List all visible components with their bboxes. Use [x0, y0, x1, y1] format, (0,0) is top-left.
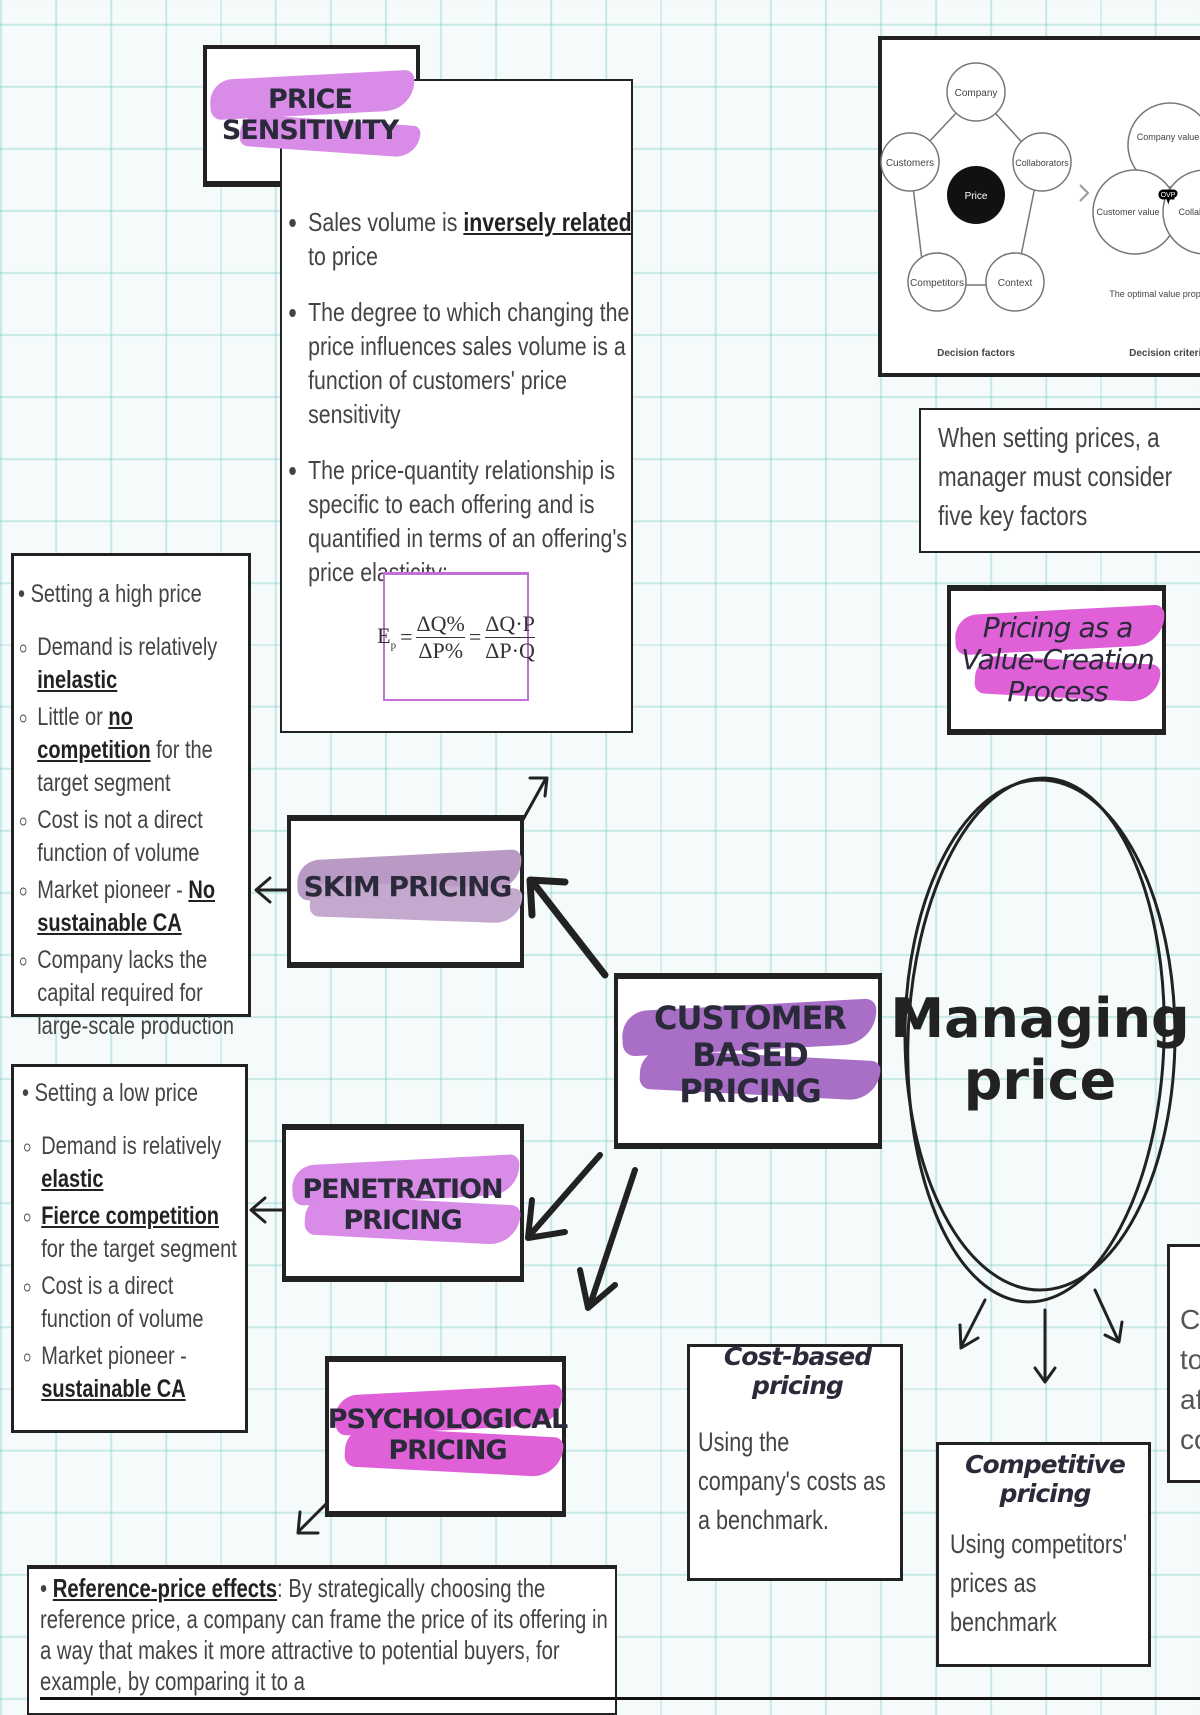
factor-customers: Customers [886, 158, 934, 169]
bullet: The degree to which changing the price i… [308, 295, 640, 431]
penetration-pricing-title: PENETRATION PRICING [302, 1173, 503, 1236]
arrow-customer-to-penetration [525, 1152, 603, 1241]
low-price-box [11, 1064, 248, 1433]
arrow-managing-to-cost [958, 1298, 987, 1350]
arrow-customer-to-psychological [577, 1167, 638, 1311]
low-price-item: Market pioneer - sustainable CA [41, 1340, 238, 1406]
reference-price-text: • Reference-price effects: By strategica… [40, 1573, 608, 1696]
cost-based-text: Using the company's costs as a benchmark… [698, 1427, 886, 1535]
arrow-skim-to-high-price [254, 876, 292, 904]
high-price-item: Little or no competition for the target … [37, 701, 242, 800]
arrow-managing-to-right [1093, 1288, 1124, 1344]
factor-context: Context [998, 278, 1033, 289]
reference-price-box [27, 1565, 617, 1715]
factor-collaborators: Collaborators [1015, 158, 1069, 168]
low-price-item: Fierce competition for the target segmen… [41, 1200, 238, 1266]
criterion-collaborator: Collaborator value [1178, 207, 1200, 217]
customer-based-title: CUSTOMER BASED PRICING [654, 998, 847, 1111]
price-sensitivity-title: PRICE SENSITIVITY [221, 83, 399, 146]
low-price-item: Cost is a direct function of volume [41, 1270, 238, 1336]
arrow-penetration-to-low-price [249, 1196, 287, 1224]
price-node [947, 166, 1005, 224]
high-price-item: Cost is not a direct function of volume [37, 804, 242, 870]
competitive-box [936, 1442, 1151, 1667]
arrow-customer-to-skim [526, 876, 609, 979]
bullet: Sales volume is inversely related to pri… [308, 205, 640, 273]
decision-criteria-label: Decision criteria [1129, 348, 1200, 359]
criterion-customer: Customer value [1096, 207, 1159, 217]
high-price-item: Market pioneer - No sustainable CA [37, 874, 242, 940]
low-price-item: Demand is relatively elastic [41, 1130, 238, 1196]
arrow-icon [1079, 184, 1090, 202]
decision-factors-label: Decision factors [937, 348, 1015, 359]
factor-competitors: Competitors [910, 278, 964, 289]
competitive-text: Using competitors' prices as benchmark [950, 1529, 1127, 1637]
low-price-heading: • Setting a low price [22, 1079, 198, 1107]
managing-price-title: Managing price [890, 986, 1190, 1112]
optimal-value-label: The optimal value proposition [1109, 289, 1200, 299]
arrow-skim-to-sensitivity [518, 776, 549, 827]
criterion-company: Company value [1137, 132, 1200, 142]
cost-based-box [687, 1344, 903, 1581]
bottom-divider [40, 1697, 1200, 1700]
psychological-pricing-title: PSYCHOLOGICAL PRICING [327, 1403, 569, 1466]
high-price-heading: • Setting a high price [18, 580, 202, 608]
managing-price-circle [903, 776, 1177, 1304]
factor-company: Company [955, 88, 998, 99]
arrow-managing-to-competitive [1033, 1308, 1057, 1384]
value-creation-title: Pricing as a Value-Creation Process [961, 610, 1154, 709]
center-price: Price [965, 191, 988, 202]
high-price-list: • Setting a high price Demand is relativ… [18, 578, 242, 1047]
high-price-box [11, 553, 251, 1017]
ovp-label: OVP [1161, 192, 1176, 199]
high-price-item: Company lacks the capital required for l… [37, 944, 242, 1043]
cut-off-box [1167, 1244, 1200, 1483]
five-factors-note-box [919, 408, 1200, 553]
five-factors-note: When setting prices, a manager must cons… [938, 422, 1173, 531]
cut-off-text: Cutoaffco [1180, 1304, 1200, 1455]
low-price-list: • Setting a low price Demand is relative… [22, 1077, 238, 1410]
high-price-item: Demand is relatively inelastic [37, 631, 242, 697]
skim-pricing-title: SKIM PRICING [303, 870, 513, 904]
